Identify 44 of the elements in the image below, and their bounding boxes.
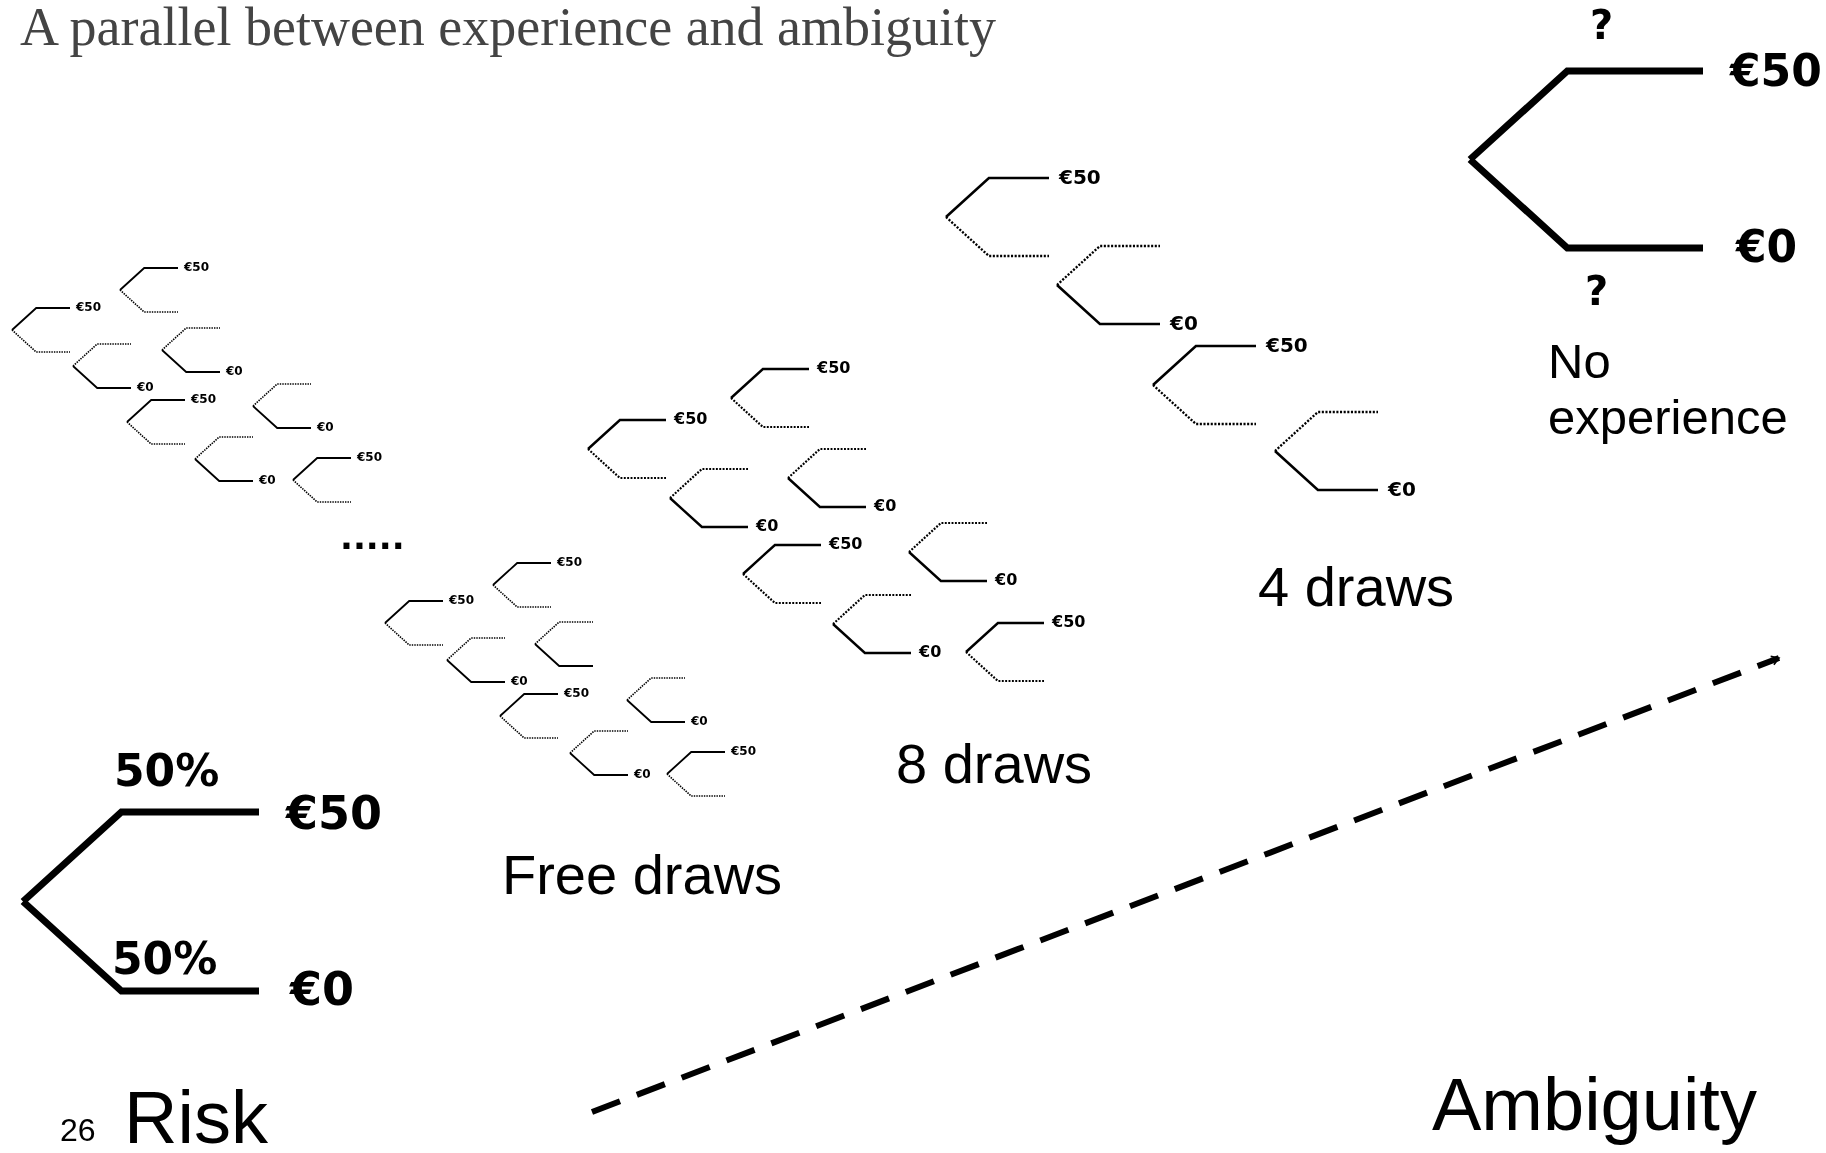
outcome-label: €0 [919,643,942,662]
outcome-label: €50 [829,535,863,554]
probability-label: ? [1585,268,1609,314]
outcome-label: €50 [449,593,475,608]
outcome-label: €0 [691,714,708,729]
outcome-label: €0 [290,963,354,1017]
axis-end-label: Risk [124,1075,268,1153]
outcome-label: €0 [511,674,528,689]
outcome-label: €50 [1052,613,1086,632]
outcome-label: €0 [1170,312,1198,335]
outcome-label: €50 [76,300,102,315]
outcome-label: €0 [317,420,334,435]
axis-end-label: Ambiguity [1432,1062,1757,1148]
outcome-label: €50 [731,744,757,759]
probability-label: 50% [114,746,220,797]
outcome-label: €50 [191,392,217,407]
outcome-label: €0 [259,473,276,488]
outcome-label: €50 [357,450,383,465]
outcome-label: €0 [1388,478,1416,501]
page-number: 26 [60,1112,96,1149]
outcome-label: €50 [286,787,383,841]
outcome-label: €0 [634,767,651,782]
caption-text: 4 draws [1258,555,1455,620]
outcome-label: €50 [674,410,708,429]
ellipsis-text: ..... [340,518,405,558]
outcome-label: €50 [184,260,210,275]
outcome-label: €50 [1730,45,1822,97]
outcome-label: €50 [1059,166,1101,189]
outcome-label: €50 [817,359,851,378]
outcome-label: €0 [756,517,779,536]
probability-label: ? [1590,2,1614,48]
outcome-label: €0 [1736,221,1798,273]
slide-title: A parallel between experience and ambiguity [20,0,997,59]
outcome-label: €0 [874,497,897,516]
caption-text: 8 draws [896,732,1093,797]
caption-text: Free draws [502,843,783,908]
outcome-label: €0 [995,571,1018,590]
outcome-label: €0 [137,380,154,395]
outcome-label: €0 [226,364,243,379]
outcome-label: €50 [1266,334,1308,357]
outcome-label: €50 [564,686,590,701]
caption-text: No experience [1548,333,1789,446]
probability-label: 50% [112,934,218,985]
outcome-label: €50 [557,555,583,570]
